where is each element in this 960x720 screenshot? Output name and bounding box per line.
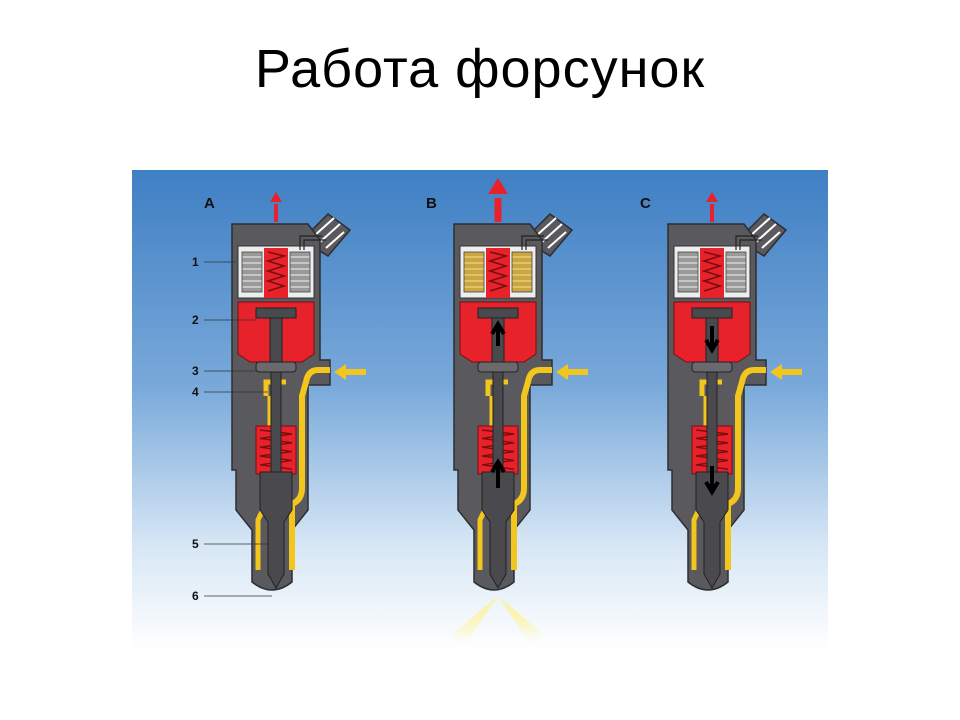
fuel-spray-left [450, 596, 498, 644]
injector-diagram: A 1 2 3 4 5 6 B C [132, 170, 828, 650]
valve-seat [255, 361, 297, 373]
connector-pins [749, 217, 781, 249]
armature-plate [477, 307, 519, 319]
connector-pins [535, 217, 567, 249]
needle-up-arrow [490, 458, 506, 488]
injector-panel-b: B [426, 178, 588, 644]
armature-down-arrow [704, 326, 720, 354]
panel-letter: A [204, 195, 215, 212]
fuel-passage [725, 367, 766, 570]
panel-letter: C [640, 195, 651, 212]
valve-spring [265, 251, 287, 292]
slide-title: Работа форсунок [254, 39, 706, 99]
nozzle-needle [695, 471, 729, 590]
nozzle-needle [481, 471, 515, 590]
fuel-inlet-arrowhead [770, 364, 782, 380]
callout-5: 5 [192, 537, 199, 551]
valve-stem [269, 317, 283, 363]
fuel-inlet-arrowhead [334, 364, 346, 380]
armature-plate [691, 307, 733, 319]
fuel-spray-right [498, 596, 546, 644]
needle-rod [492, 371, 504, 473]
injector-panel-a: A 1 2 3 4 5 6 [192, 192, 366, 603]
valve-spring [487, 251, 509, 292]
valve-seat [477, 361, 519, 373]
solenoid-coil-right [725, 251, 747, 293]
injector-panel-c: C [640, 192, 802, 591]
needle-down-arrow [704, 466, 720, 496]
needle-rod [270, 371, 282, 473]
valve-seat [691, 361, 733, 373]
return-flow-arrowhead [270, 192, 282, 202]
fuel-inlet-arrowhead [556, 364, 568, 380]
nozzle-needle [259, 471, 293, 590]
callout-6: 6 [192, 589, 199, 603]
return-flow-arrowhead [706, 192, 718, 202]
armature-up-arrow [490, 320, 506, 346]
callout-1: 1 [192, 255, 199, 269]
coil-wires [521, 235, 548, 250]
solenoid-coil-right [289, 251, 311, 293]
coil-wires [299, 235, 326, 250]
armature-plate [255, 307, 297, 319]
solenoid-coil-left [241, 251, 263, 293]
panel-letter: B [426, 195, 437, 212]
callout-2: 2 [192, 313, 199, 327]
solenoid-coil-left [677, 251, 699, 293]
fuel-passage [289, 367, 330, 570]
callout-4: 4 [192, 385, 199, 399]
solenoid-coil-left [463, 251, 485, 293]
return-flow-arrowhead [488, 178, 508, 194]
connector-pins [313, 217, 345, 249]
needle-rod [706, 371, 718, 473]
solenoid-coil-right [511, 251, 533, 293]
valve-spring [701, 251, 723, 292]
coil-wires [735, 235, 762, 250]
fuel-passage [511, 367, 552, 570]
callout-3: 3 [192, 364, 199, 378]
